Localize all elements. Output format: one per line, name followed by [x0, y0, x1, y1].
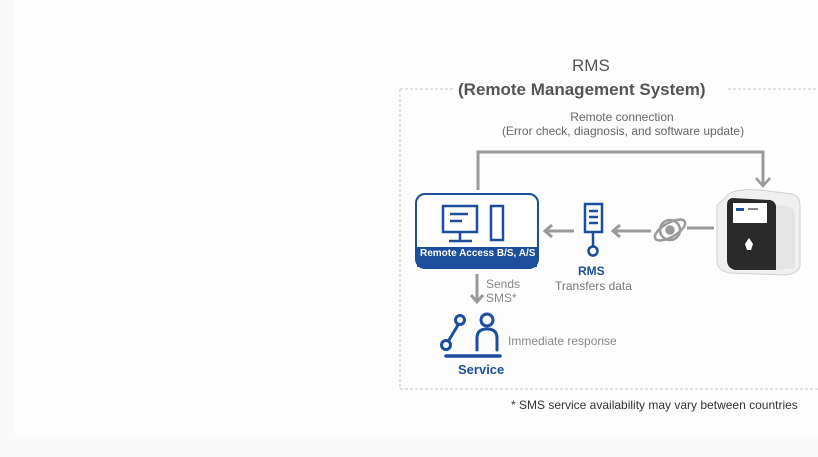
sends-label: Sends	[486, 277, 521, 291]
connection-label: Remote connection	[570, 110, 674, 124]
server-icon	[583, 202, 604, 257]
diagram-title: RMS	[572, 56, 610, 75]
rms-boundary	[399, 88, 818, 390]
computer-icon	[441, 204, 505, 243]
data-arrows	[542, 223, 714, 239]
footnote: * SMS service availability may vary betw…	[511, 398, 798, 412]
network-icon	[653, 218, 687, 242]
sms-label: SMS*	[486, 291, 517, 305]
remote-connection-arrow	[476, 150, 771, 190]
connection-detail: (Error check, diagnosis, and software up…	[501, 124, 745, 138]
rms-label: RMS	[578, 264, 605, 278]
diagram-subtitle: (Remote Management System)	[458, 80, 706, 99]
device-label: Remote Access B/S, A/S	[420, 248, 536, 259]
service-person-icon	[440, 312, 502, 358]
analyzer-icon	[716, 189, 801, 276]
service-label: Service	[458, 362, 505, 377]
sms-arrow	[469, 274, 485, 305]
response-label: Immediate response	[508, 334, 617, 348]
rms-sublabel: Transfers data	[555, 279, 632, 293]
